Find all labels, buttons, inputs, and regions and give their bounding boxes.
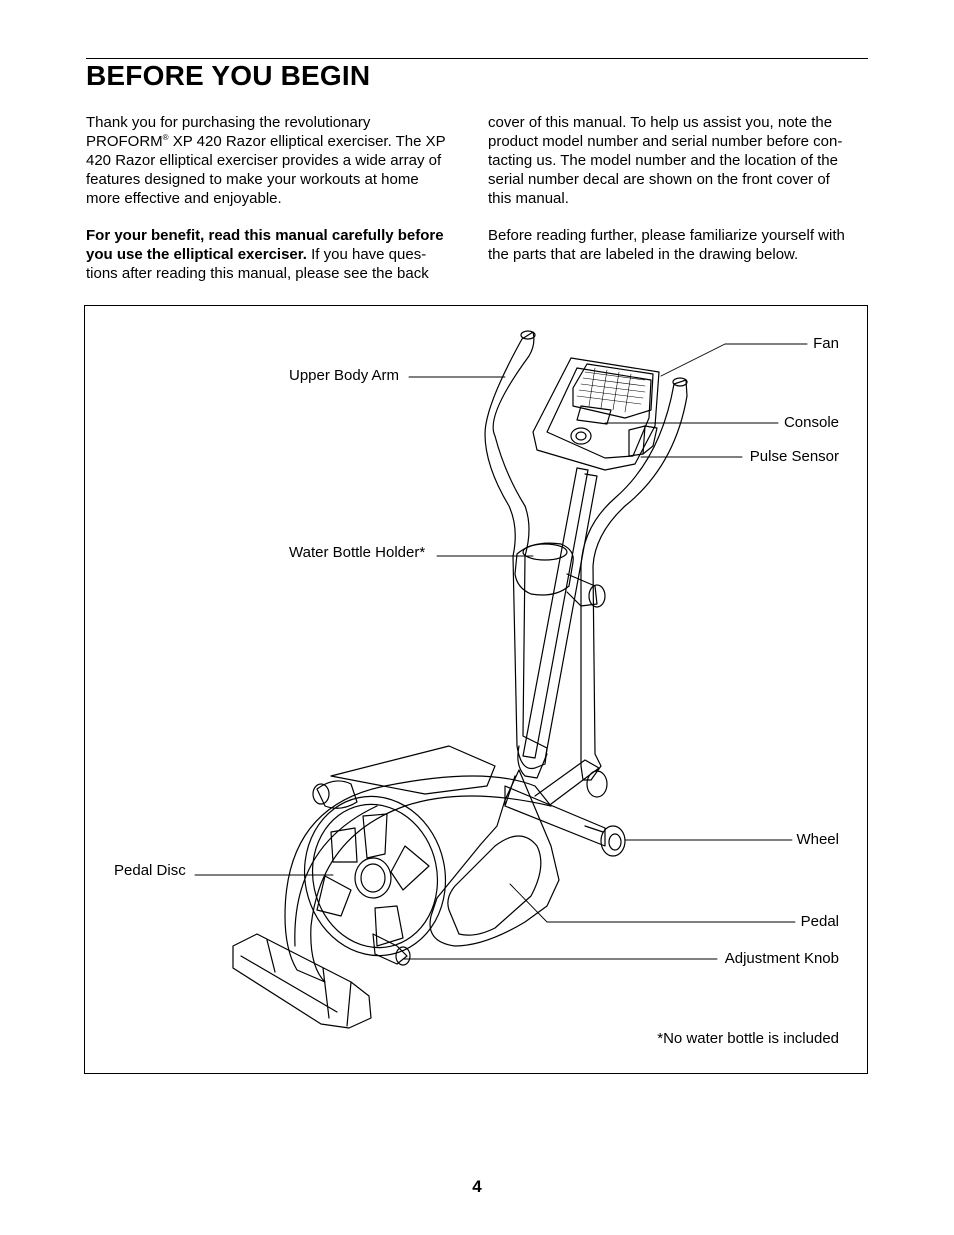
label-pedal: Pedal xyxy=(800,913,839,930)
label-console: Console xyxy=(783,414,839,431)
footnote-no-water-bottle: *No water bottle is included xyxy=(657,1030,839,1047)
text-line: features designed to make your workouts … xyxy=(86,171,419,188)
page-number: 4 xyxy=(472,1177,482,1196)
text-line: you use the elliptical exerciser. If you… xyxy=(86,245,464,264)
text-line: Thank you for purchasing the revolutiona… xyxy=(86,114,371,131)
upper-body-arm-left xyxy=(484,330,548,770)
adjustment-knob-graphic xyxy=(372,933,411,966)
pedal-leader xyxy=(509,883,796,923)
text-line: cover of this manual. To help us assist … xyxy=(488,114,833,131)
label-pulse-sensor: Pulse Sensor xyxy=(749,448,839,465)
text-line: PROFORM® XP 420 Razor elliptical exercis… xyxy=(86,132,464,151)
water-bottle-holder-graphic xyxy=(514,542,606,608)
leader-lines xyxy=(194,343,808,960)
label-adjustment-knob: Adjustment Knob xyxy=(724,950,839,967)
page-heading: BEFORE YOU BEGIN xyxy=(86,60,371,91)
upper-body-arm-right xyxy=(580,377,688,798)
flywheel-housing xyxy=(284,745,552,983)
intro-paragraph-3: cover of this manual. To help us assist … xyxy=(488,113,866,208)
label-wheel: Wheel xyxy=(796,831,839,848)
pedal-disc-graphic xyxy=(303,795,447,957)
text-line: serial number decal are shown on the fro… xyxy=(488,171,830,188)
text-line: tions after reading this manual, please … xyxy=(86,265,429,282)
intro-left-column: Thank you for purchasing the revolutiona… xyxy=(86,113,464,301)
label-upper-body-arm: Upper Body Arm xyxy=(289,367,400,384)
elliptical-illustration xyxy=(194,330,808,1029)
text-line: product model number and serial number b… xyxy=(488,133,843,150)
text-line: Before reading further, please familiari… xyxy=(488,227,845,244)
text-fragment-bold: you use the elliptical exerciser. xyxy=(86,246,307,263)
text-line: the parts that are labeled in the drawin… xyxy=(488,246,799,263)
label-water-bottle-holder: Water Bottle Holder* xyxy=(289,544,426,561)
text-line: this manual. xyxy=(488,190,569,207)
text-fragment: XP 420 Razor elliptical exerciser. The X… xyxy=(168,133,446,150)
console-graphic xyxy=(532,357,660,471)
console-mast xyxy=(517,467,598,779)
text-line: more effective and enjoyable. xyxy=(86,190,282,207)
intro-paragraph-4: Before reading further, please familiari… xyxy=(488,226,866,264)
main-frame xyxy=(504,759,626,857)
intro-paragraph-2: For your benefit, read this manual caref… xyxy=(86,226,464,283)
intro-paragraph-1: Thank you for purchasing the revolutiona… xyxy=(86,113,464,208)
intro-right-column: cover of this manual. To help us assist … xyxy=(488,113,866,282)
registered-mark: ® xyxy=(162,133,169,142)
pedal-assembly xyxy=(429,769,560,947)
rear-stabilizer xyxy=(312,780,358,809)
front-stabilizer xyxy=(232,933,372,1029)
top-rule xyxy=(86,58,868,59)
text-line-bold: For your benefit, read this manual caref… xyxy=(86,227,444,244)
label-pedal-disc: Pedal Disc xyxy=(114,862,186,879)
text-line: tacting us. The model number and the loc… xyxy=(488,152,838,169)
label-fan: Fan xyxy=(813,335,839,352)
text-line: 420 Razor elliptical exerciser provides … xyxy=(86,152,442,169)
parts-diagram: Fan Upper Body Arm Console Pulse Sensor … xyxy=(84,305,868,1074)
fan-grille xyxy=(576,367,646,413)
fan-leader-diagonal xyxy=(660,343,726,377)
brand-name: PROFORM xyxy=(86,133,163,150)
text-fragment: If you have ques- xyxy=(306,246,427,263)
